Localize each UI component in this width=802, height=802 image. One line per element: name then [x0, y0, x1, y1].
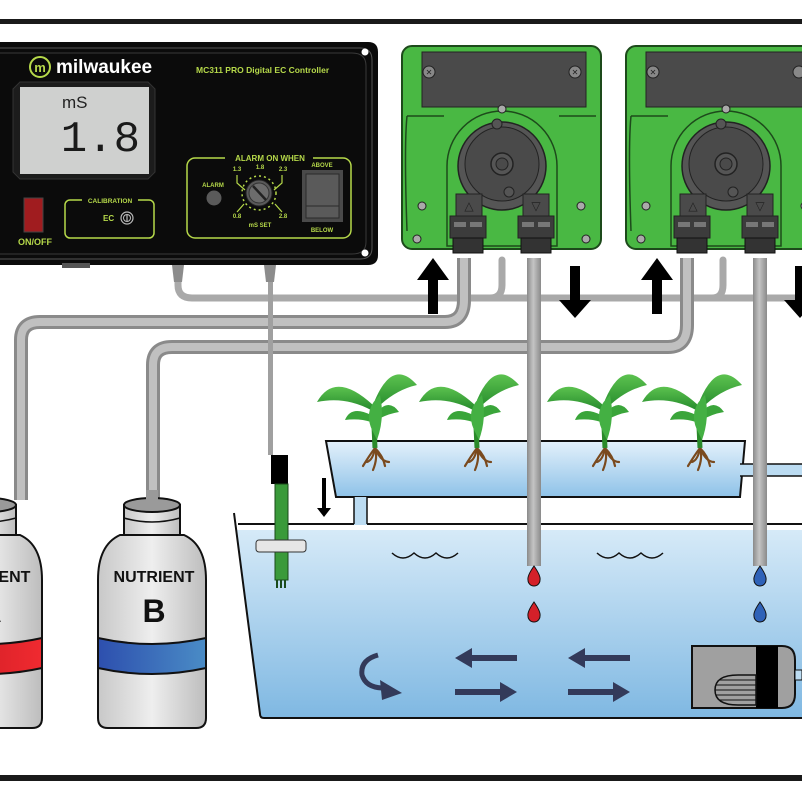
calibration-trimmer-icon[interactable] — [120, 211, 134, 225]
nutrient-bottle-b: NUTRIENT B — [97, 490, 207, 729]
nutrient-bottle-a: NUTRIENT A — [0, 497, 43, 729]
dial-label: mS SET — [249, 223, 272, 229]
circulation-arrows — [359, 648, 630, 702]
arrow-up-icon — [641, 258, 673, 314]
dial-tick-0: 0.8 — [233, 214, 242, 220]
alarm-led-label: ALARM — [202, 183, 224, 189]
plant — [547, 374, 647, 472]
ec-controller: m milwaukee MC311 PRO Digital EC Control… — [0, 42, 378, 282]
calibration-title: CALIBRATION — [88, 198, 133, 205]
plants — [317, 374, 742, 472]
svg-text:✕: ✕ — [572, 68, 579, 77]
lcd-value: 1.8 — [61, 115, 140, 165]
calibration-ec-label: EC — [103, 214, 114, 223]
arrow-left-icon — [568, 648, 630, 668]
curved-arrow-icon — [359, 652, 385, 691]
cable-lines — [174, 256, 802, 302]
dial-tick-3: 2.3 — [279, 167, 288, 173]
bottle-letter: A — [0, 593, 2, 629]
alarm-led — [206, 190, 222, 206]
flow-arrows-pump — [417, 258, 802, 318]
lcd-screen — [20, 87, 149, 174]
dial-tick-2: 1.8 — [256, 165, 265, 171]
bottom-border — [0, 775, 802, 781]
svg-text:✕: ✕ — [426, 68, 433, 77]
arrow-down-icon — [559, 266, 591, 318]
milwaukee-logo-icon — [29, 56, 51, 78]
pump-b-inlet-icon: △ — [688, 199, 698, 213]
power-label: ON/OFF — [18, 237, 52, 247]
ec-probe — [255, 455, 307, 588]
switch-below-label: BELOW — [311, 228, 334, 234]
dosing-pump-a: ✕ ✕ △ ▽ — [401, 45, 602, 254]
reservoir — [236, 530, 802, 718]
probe-cable — [268, 270, 273, 455]
return-pipe — [740, 464, 802, 476]
water-waves — [391, 551, 664, 559]
alarm-title: ALARM ON WHEN — [235, 154, 305, 163]
plant — [317, 374, 417, 472]
nutrient-drops-b — [753, 565, 767, 623]
nutrient-drops-a — [527, 565, 541, 623]
dial-tick-4: 2.8 — [279, 214, 288, 220]
bottle-color-band — [0, 636, 43, 675]
drop-icon — [753, 565, 767, 587]
pump-a-inlet-icon: △ — [464, 199, 474, 213]
dosing-pump-b: ✕ △ ▽ — [625, 45, 802, 254]
lcd-unit: mS — [62, 93, 88, 112]
roots — [591, 446, 621, 472]
svg-text:✕: ✕ — [650, 68, 657, 77]
switch-above-label: ABOVE — [311, 163, 332, 169]
bottle-label: NUTRIENT — [0, 569, 31, 586]
drop-icon — [527, 601, 541, 623]
drop-icon — [753, 601, 767, 623]
arrow-up-icon — [417, 258, 449, 314]
brand-name: milwaukee — [56, 57, 152, 78]
roots — [361, 446, 391, 472]
drain-arrow-icon — [317, 478, 331, 517]
circulation-pump — [691, 645, 802, 709]
suction-tubes — [14, 258, 694, 500]
dial-tick-1: 1.3 — [233, 167, 242, 173]
roots — [686, 446, 716, 472]
power-switch[interactable] — [23, 197, 44, 233]
tray-drain — [354, 497, 367, 525]
plant — [642, 374, 742, 472]
arrow-right-icon — [455, 682, 517, 702]
bottle-label: NUTRIENT — [114, 569, 195, 586]
model-name: MC311 PRO Digital EC Controller — [196, 65, 330, 75]
drop-icon — [527, 565, 541, 587]
arrow-right-icon — [568, 682, 630, 702]
bottle-letter: B — [142, 593, 165, 629]
pump-b-outlet-icon: ▽ — [755, 199, 765, 213]
logo-letter: m — [34, 60, 46, 75]
pump-a-outlet-icon: ▽ — [531, 199, 541, 213]
arrow-down-icon — [784, 266, 802, 318]
plant — [419, 374, 519, 472]
top-border — [0, 19, 802, 24]
arrow-left-icon — [455, 648, 517, 668]
bottle-color-band — [97, 636, 207, 675]
roots — [463, 446, 493, 472]
